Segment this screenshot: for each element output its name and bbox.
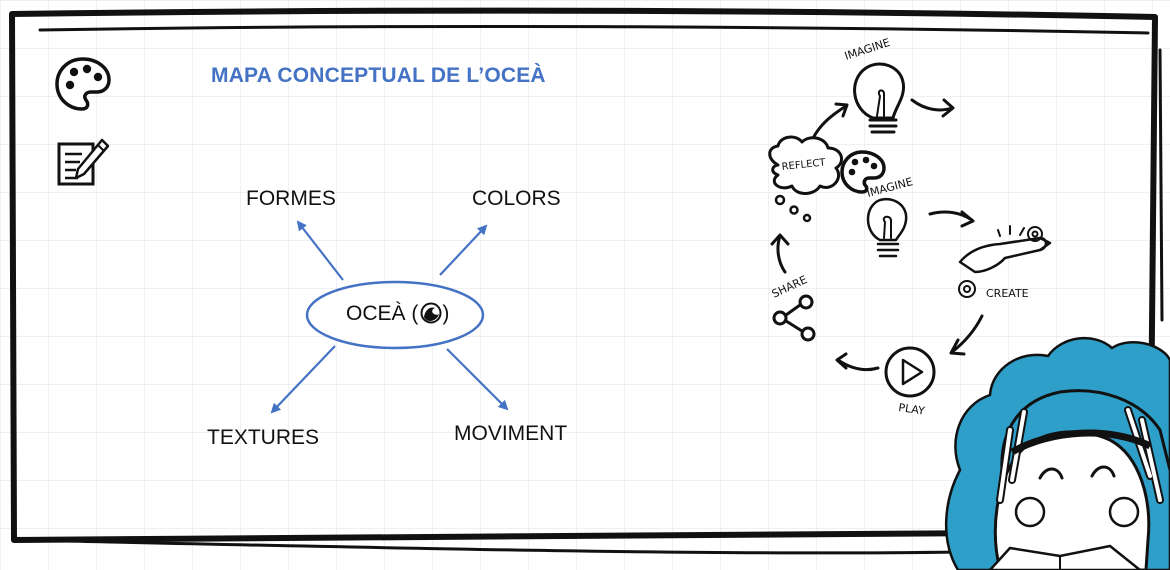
play-button-icon [884, 346, 936, 398]
cycle-label-play: PLAY [898, 401, 926, 418]
create-hand-icon [958, 225, 1052, 298]
cycle-palette-icon [840, 150, 886, 194]
branch-formes: FORMES [246, 187, 336, 210]
arrow-to-formes [296, 220, 344, 281]
imagine-to-create-arrow [928, 210, 975, 228]
teacher-avatar [944, 336, 1170, 570]
inner-lightbulb-icon [866, 197, 908, 258]
creative-cycle-illustration [768, 62, 1052, 398]
create-to-play-arrow [949, 314, 984, 356]
share-icon [772, 294, 816, 342]
reflect-to-imagine-arrow [810, 102, 849, 142]
page-title: MAPA CONCEPTUAL DE L’OCEÀ [211, 64, 546, 87]
center-node-text: OCEÀ ( [346, 302, 419, 325]
branch-colors: COLORS [472, 187, 561, 210]
cycle-label-reflect: REFLECT [781, 157, 827, 173]
notepad-pencil-icon [57, 138, 110, 186]
share-to-reflect-arrow [770, 233, 790, 274]
center-node-label: OCEÀ () [346, 302, 449, 326]
concept-arrows [270, 220, 509, 414]
wave-emoji-icon [420, 302, 442, 324]
center-node-close-paren: ) [442, 302, 450, 325]
arrow-to-colors [439, 224, 488, 276]
cycle-label-create: CREATE [986, 287, 1029, 300]
palette-icon [55, 57, 111, 111]
lightbulb-icon [853, 62, 906, 134]
center-node [305, 280, 485, 350]
thought-cloud-icon [768, 135, 844, 195]
arrow-to-textures [270, 345, 336, 414]
frame-inner-stroke [18, 24, 1164, 555]
branch-textures: TEXTURES [207, 426, 320, 449]
imagine-top-arrow [910, 98, 955, 118]
arrow-to-moviment [446, 348, 509, 411]
branch-moviment: MOVIMENT [454, 422, 568, 445]
play-to-share-arrow [835, 352, 880, 372]
